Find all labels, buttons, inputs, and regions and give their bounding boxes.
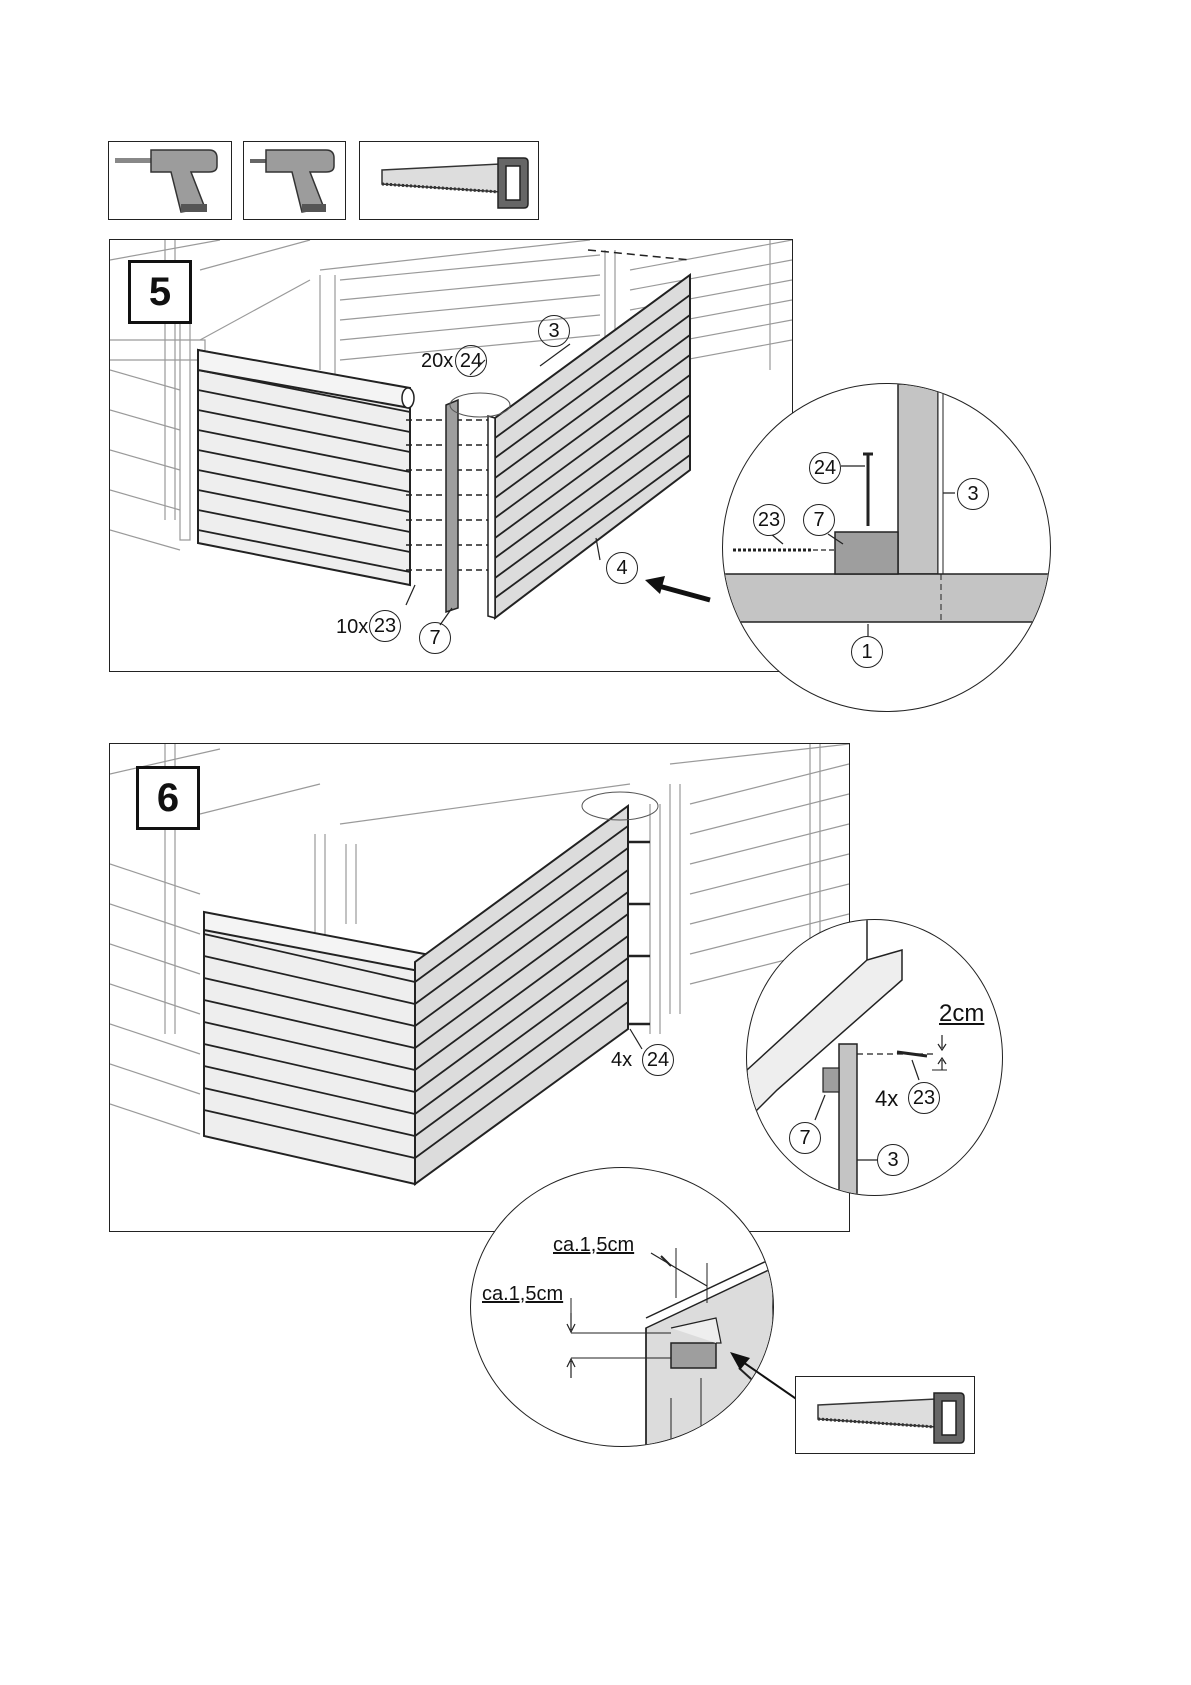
step5-detail-illustration [723,384,1050,711]
callout-24: 24 [455,345,487,377]
callout-7: 7 [419,622,451,654]
step5-detail-circle: 24 3 23 7 1 [722,383,1051,712]
step6-detail-illustration [747,920,1002,1195]
detail6-callout-7: 7 [789,1122,821,1154]
handsaw-icon [360,142,538,219]
label-dim-a: ca.1,5cm [553,1234,634,1257]
callout-4: 4 [606,552,638,584]
detail6-callout-3: 3 [877,1144,909,1176]
detail6-callout-23: 23 [908,1082,940,1114]
label-4x: 4x [611,1049,632,1072]
label-dim-b: ca.1,5cm [482,1283,563,1306]
step6-illustration [110,744,849,1231]
tool-saw [359,141,539,220]
detail-callout-1: 1 [851,636,883,668]
label-2cm: 2cm [939,1000,984,1028]
callout-23: 23 [369,610,401,642]
step6-detail-circle: 2cm 4x 23 7 3 [746,919,1003,1196]
screwdriver-drill-icon [244,142,345,219]
label-4x-detail: 4x [875,1086,898,1112]
detail-callout-3: 3 [957,478,989,510]
step5-illustration [110,240,792,671]
tool-screwdriver [243,141,346,220]
step6-callout-24: 24 [642,1044,674,1076]
tool-saw-cut [795,1376,975,1454]
step-number-5: 5 [128,260,192,324]
step5-panel: 5 20x 24 3 4 10x 23 7 [109,239,793,672]
detail-callout-23: 23 [753,504,785,536]
label-10x: 10x [336,616,368,639]
callout-3: 3 [538,315,570,347]
step-number-6: 6 [136,766,200,830]
step6-panel: 6 4x 24 [109,743,850,1232]
tool-drill [108,141,232,220]
handsaw-icon-2 [796,1377,974,1453]
drill-icon [109,142,231,219]
label-20x: 20x [421,350,453,373]
detail-callout-7: 7 [803,504,835,536]
detail-callout-24: 24 [809,452,841,484]
